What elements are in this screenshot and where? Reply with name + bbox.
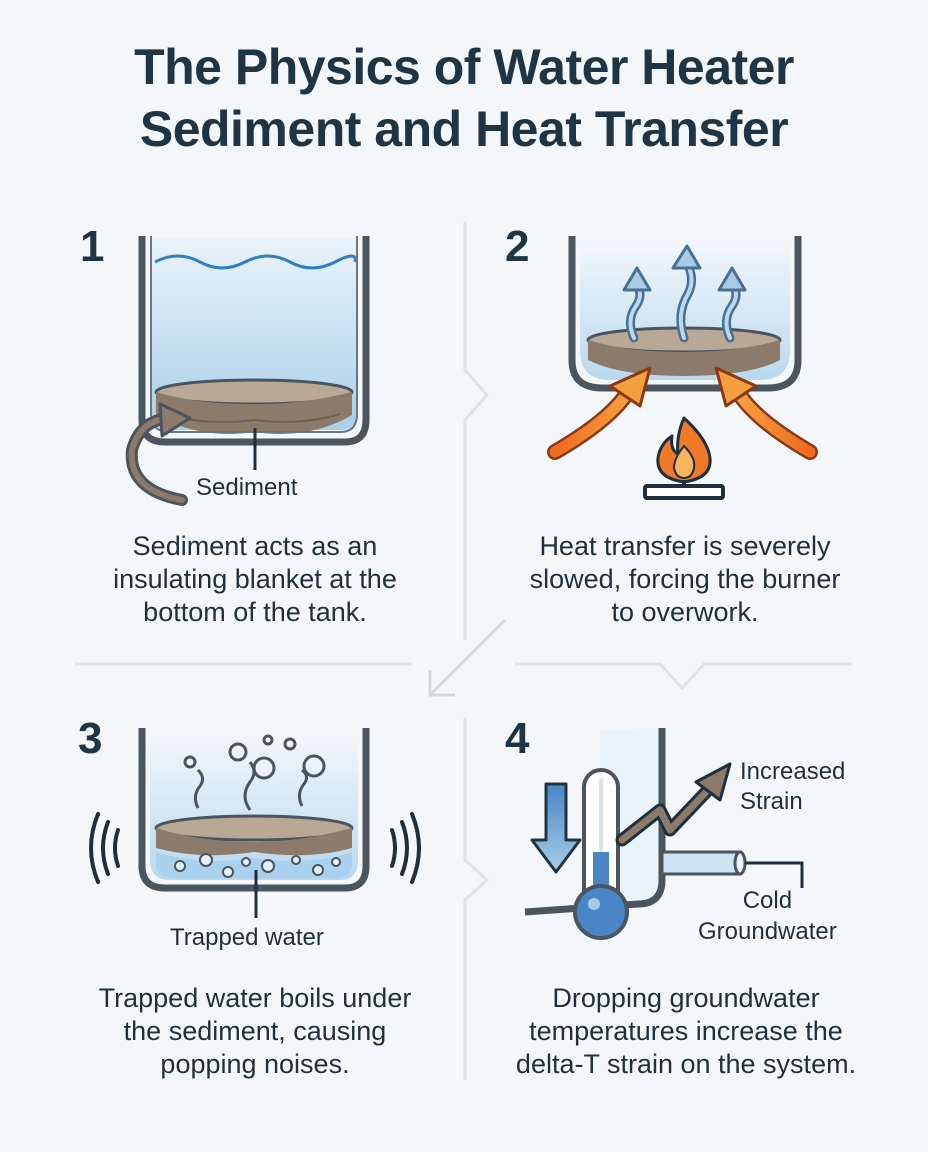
- page-title: The Physics of Water Heater Sediment and…: [0, 36, 928, 160]
- panel-3-caption-line-1: Trapped water boils under: [98, 983, 412, 1013]
- flame-icon: [656, 416, 712, 484]
- thermometer-icon: [573, 768, 629, 940]
- increased-strain-arrow-icon: [615, 762, 732, 847]
- panel-2-caption-line-2: slowed, forcing the burner: [529, 564, 841, 594]
- panel-4-caption-line-3: delta-T strain on the system.: [515, 1049, 857, 1079]
- panel-2-caption: Heat transfer is severely slowed, forcin…: [500, 530, 870, 629]
- panel-3-caption: Trapped water boils under the sediment, …: [70, 982, 440, 1081]
- panel-3-number: 3: [78, 714, 103, 763]
- panel-2-number: 2: [505, 222, 530, 271]
- panel-2-caption-line-1: Heat transfer is severely: [539, 531, 831, 561]
- down-arrow-icon: [530, 782, 582, 874]
- title-line-2: Sediment and Heat Transfer: [139, 101, 789, 157]
- vibration-lines-icon: [89, 812, 421, 884]
- cold-groundwater-line-1: Cold: [742, 887, 793, 914]
- increased-strain-line-2: Strain: [740, 788, 803, 815]
- panel-3-tank: [138, 728, 370, 892]
- sediment-curved-arrow: [125, 402, 192, 506]
- heat-flow-arrows: [547, 366, 818, 460]
- increased-strain-label: Increased Strain: [740, 757, 845, 817]
- panel-1-number: 1: [80, 222, 105, 271]
- panel-1-caption-line-1: Sediment acts as an: [132, 531, 378, 561]
- cold-groundwater-leader-line: [745, 861, 804, 888]
- flow-arrow: [428, 618, 507, 697]
- panel-1-caption-line-2: insulating blanket at the: [113, 564, 397, 594]
- panel-4-caption: Dropping groundwater temperatures increa…: [486, 982, 886, 1081]
- trapped-water-label: Trapped water: [170, 924, 324, 951]
- panel-4-number: 4: [505, 714, 530, 763]
- cold-groundwater-line-2: Groundwater: [698, 918, 837, 945]
- rising-heat-arrows: [622, 244, 747, 343]
- panel-1-caption: Sediment acts as an insulating blanket a…: [80, 530, 430, 629]
- panel-3-caption-line-2: the sediment, causing: [123, 1016, 387, 1046]
- burner-icon: [643, 480, 725, 500]
- panel-3-caption-line-3: popping noises.: [160, 1049, 350, 1079]
- panel-1-caption-line-3: bottom of the tank.: [143, 597, 367, 627]
- cold-inlet-pipe: [660, 850, 747, 876]
- title-line-1: The Physics of Water Heater: [134, 39, 794, 95]
- increased-strain-line-1: Increased: [740, 758, 846, 785]
- boiling-bubbles: [183, 734, 326, 811]
- cold-groundwater-label: Cold Groundwater: [698, 885, 837, 947]
- sediment-label: Sediment: [196, 474, 298, 501]
- panel-4-caption-line-1: Dropping groundwater: [552, 983, 820, 1013]
- panel-2-caption-line-3: to overwork.: [611, 597, 759, 627]
- panel-dividers: [75, 222, 852, 1080]
- panel-4-caption-line-2: temperatures increase the: [529, 1016, 843, 1046]
